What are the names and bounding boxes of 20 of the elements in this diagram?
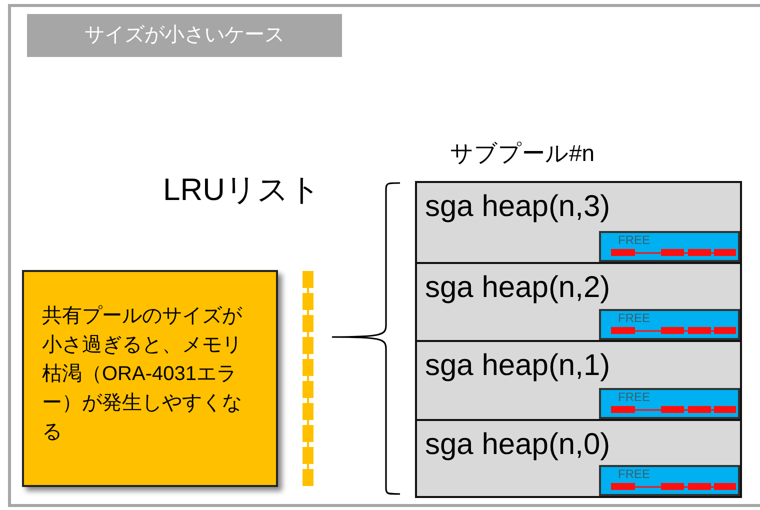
free-block xyxy=(599,231,740,262)
heap-box xyxy=(415,262,742,342)
heap-box xyxy=(415,419,742,498)
title-tab: サイズが小さいケース xyxy=(27,14,342,57)
block-label: FREE xyxy=(618,312,650,325)
free-block xyxy=(599,465,740,496)
heap-box xyxy=(415,340,742,421)
block-label: FREE xyxy=(618,391,650,404)
heap-label: sga heap(n,2) xyxy=(425,270,610,306)
block-label: FREE xyxy=(618,234,650,247)
note-box: 共有プールのサイズが小さ過ぎると、メモリ枯渇（ORA-4031エラー）が発生しやすくなる xyxy=(22,270,278,487)
block-label: FREE xyxy=(618,468,650,481)
list-label: LRUリスト xyxy=(163,171,322,209)
heap-label: sga heap(n,3) xyxy=(425,189,610,225)
heap-box xyxy=(415,181,742,264)
group-heading: サブプール#n xyxy=(450,139,596,168)
free-block xyxy=(599,309,740,340)
heap-label: sga heap(n,1) xyxy=(425,348,610,384)
heap-label: sga heap(n,0) xyxy=(425,427,610,463)
free-block xyxy=(599,388,740,419)
